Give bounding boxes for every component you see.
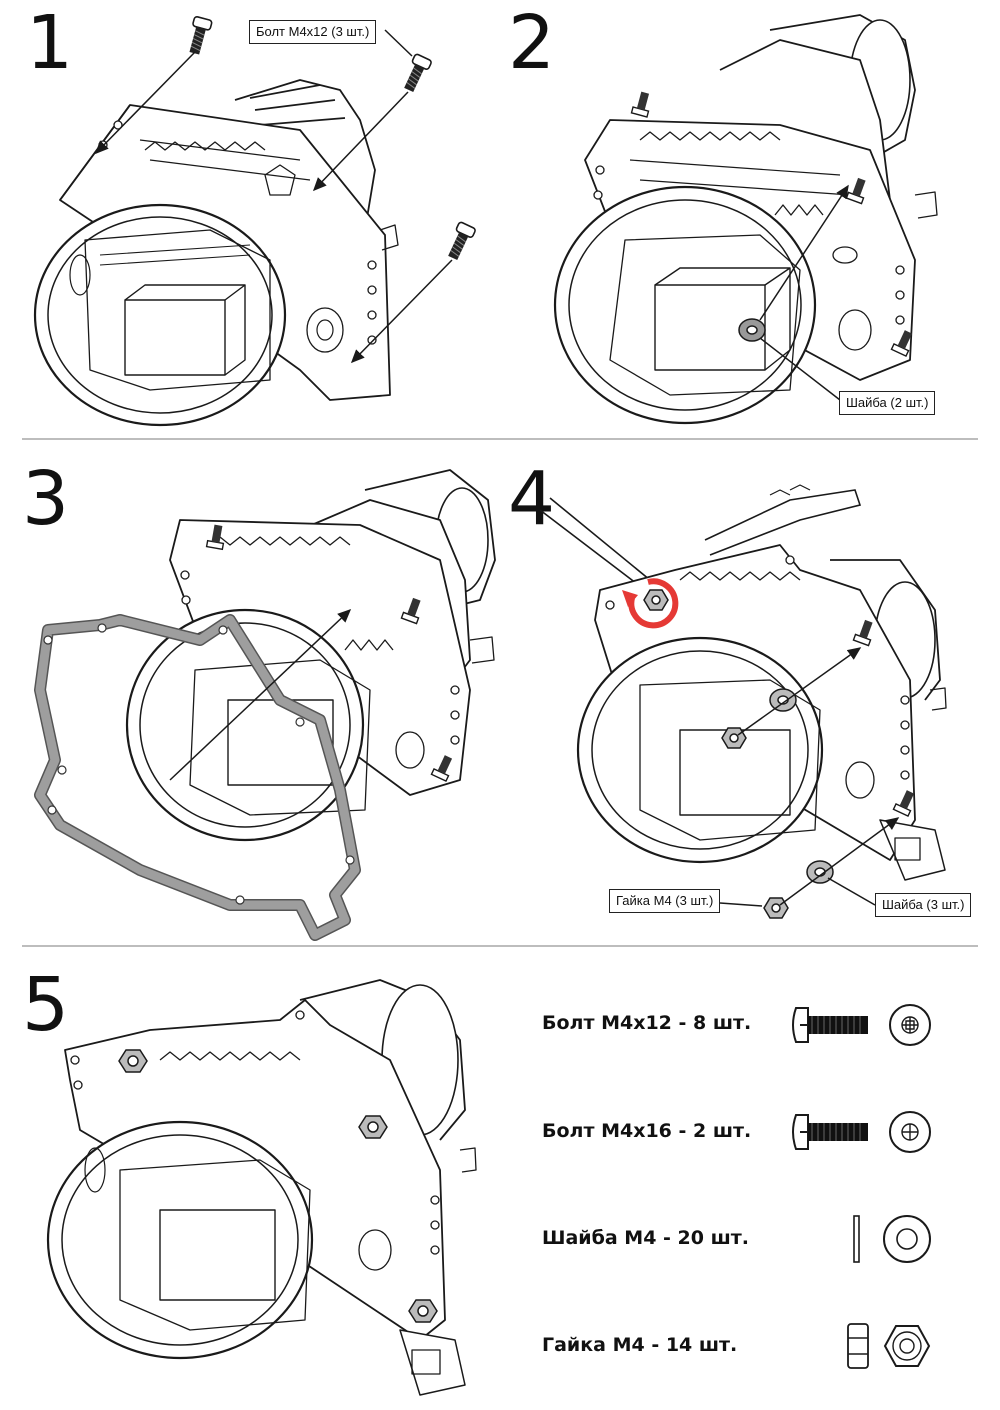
legend-label-washer-m4: Шайба М4 - 20 шт. [542, 1227, 750, 1249]
step-number-5: 5 [22, 962, 70, 1048]
divider-bottom [22, 945, 978, 947]
callout-bolt-m4x12: Болт М4х12 (3 шт.) [249, 20, 377, 44]
legend-label-bolt-m4x12: Болт М4х12 - 8 шт. [542, 1012, 752, 1034]
legend-label-bolt-m4x16: Болт М4х16 - 2 шт. [542, 1120, 752, 1142]
step2-washer [738, 318, 766, 342]
step3-gasket [34, 614, 361, 941]
bolt-icon [792, 1004, 931, 1046]
callout-washer-3: Шайба (3 шт.) [875, 893, 972, 917]
step-number-3: 3 [22, 456, 70, 542]
step5-lens-assembly [46, 979, 477, 1396]
nut-icon [847, 1323, 931, 1369]
callout-washer-2: Шайба (2 шт.) [839, 391, 936, 415]
callout-nut-m4: Гайка М4 (3 шт.) [609, 889, 721, 913]
step-number-1: 1 [26, 0, 74, 86]
step2-lens-assembly [553, 14, 938, 425]
bolt-icon [792, 1111, 931, 1153]
step3-lens-assembly [125, 469, 496, 842]
step-number-4: 4 [508, 456, 556, 542]
washer-icon [853, 1215, 931, 1263]
rotation-arrow [628, 578, 679, 629]
step4-nut-top [643, 589, 669, 611]
divider-top [22, 438, 978, 440]
step4-lens-assembly [576, 544, 947, 881]
legend-label-nut-m4: Гайка М4 - 14 шт. [542, 1334, 738, 1356]
step5-nuts [118, 1049, 438, 1323]
step-number-2: 2 [508, 0, 556, 86]
step1-lens-assembly [33, 79, 399, 427]
